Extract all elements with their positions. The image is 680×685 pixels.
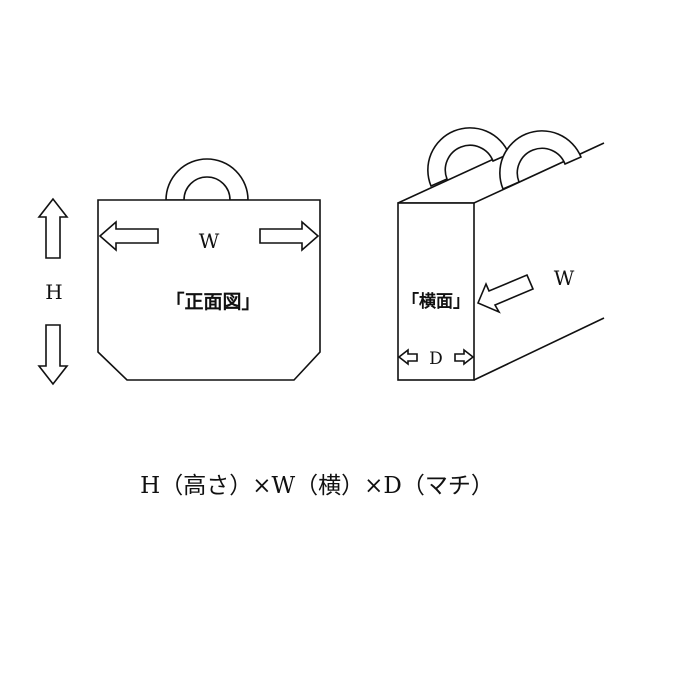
depth-arrow-left <box>397 348 418 366</box>
side-view-label: 「横面」 <box>402 291 470 312</box>
depth-label: D <box>429 349 443 369</box>
front-bag-body <box>97 199 321 381</box>
depth-arrow-right <box>454 348 475 366</box>
front-view-label: 「正面図」 <box>165 290 260 313</box>
side-front-face <box>397 202 475 381</box>
width-arrow-right <box>259 220 320 252</box>
front-view: W 「正面図」 <box>97 158 321 381</box>
side-width-label: W <box>554 266 575 290</box>
front-width-label: W <box>199 229 220 253</box>
height-label: H <box>45 280 62 304</box>
side-view: 「横面」 D W <box>397 127 605 381</box>
side-bottom-edge <box>473 317 605 381</box>
side-width-arrow <box>476 273 535 314</box>
side-handle-rear <box>427 127 511 188</box>
width-arrow-left <box>98 220 159 252</box>
front-handle <box>165 158 249 201</box>
dimension-formula: H（高さ）×W（横）×D（マチ） <box>140 473 494 499</box>
height-indicator: H <box>37 197 69 386</box>
side-handle-front <box>499 130 583 191</box>
height-arrow-up <box>37 197 69 259</box>
height-arrow-down <box>37 324 69 386</box>
